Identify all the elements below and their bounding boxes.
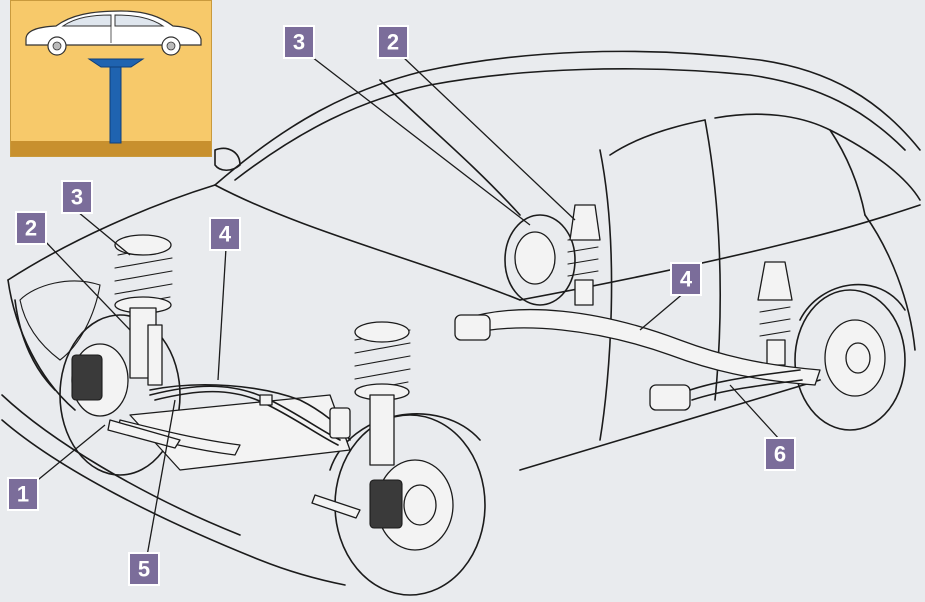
callout-rear-3: 3	[283, 25, 315, 59]
callout-front-1: 1	[7, 477, 39, 511]
rear-crossmember	[454, 308, 821, 411]
callout-rear-4: 4	[670, 262, 702, 296]
rear-left-strut	[567, 204, 601, 306]
callout-rear-2: 2	[377, 25, 409, 59]
callout-front-2: 2	[15, 211, 47, 245]
callout-front-4: 4	[209, 217, 241, 251]
callout-label: 3	[293, 30, 305, 55]
callout-label: 4	[219, 222, 232, 247]
callout-label: 6	[774, 442, 786, 467]
rear-right-strut	[757, 261, 793, 366]
callout-label: 1	[17, 482, 29, 507]
floor	[11, 141, 211, 156]
rear-trailing-arm	[689, 369, 803, 401]
callout-label: 3	[71, 185, 83, 210]
front-control-arms	[107, 407, 361, 519]
callout-label: 2	[387, 30, 399, 55]
callout-front-3: 3	[61, 180, 93, 214]
callout-front-5: 5	[128, 552, 160, 586]
car-on-lift-drawing	[11, 10, 211, 156]
callout-label: 2	[25, 216, 37, 241]
front-stabilizer-bar	[149, 385, 341, 446]
front-left-strut	[114, 234, 173, 386]
callout-label: 5	[138, 557, 150, 582]
inset-car	[25, 10, 202, 56]
front-right-wheel	[334, 414, 486, 596]
front-right-strut	[354, 321, 411, 466]
callout-label: 4	[680, 267, 693, 292]
front-subframe	[117, 384, 351, 471]
lift-post	[109, 60, 122, 144]
front-left-wheel	[59, 314, 181, 476]
lift-arm	[87, 58, 145, 68]
leader-lines	[27, 56, 781, 557]
callout-rear-6: 6	[764, 437, 796, 471]
car-on-lift-icon	[10, 0, 212, 157]
rear-left-wheel	[504, 214, 576, 306]
rear-right-wheel	[794, 289, 906, 431]
